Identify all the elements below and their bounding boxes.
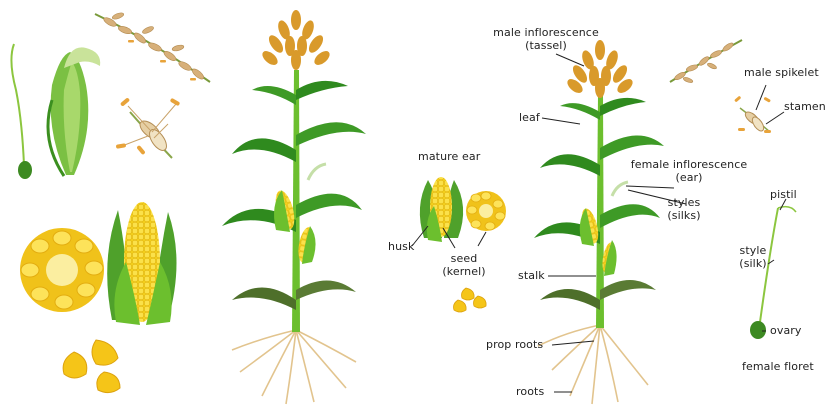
label-style-text: style <box>728 244 778 257</box>
spikelet-branch-illustration <box>95 12 210 82</box>
label-tassel-text: (tassel) <box>476 39 616 52</box>
label-leaf: leaf <box>519 111 540 124</box>
maize-plant-labeled <box>534 40 664 404</box>
label-prop-roots: prop roots <box>486 338 543 351</box>
label-styles-text: styles <box>654 196 714 209</box>
label-stamen: stamen <box>784 100 826 113</box>
label-male-inflorescence-text: male inflorescence <box>476 26 616 39</box>
label-ovary: ovary <box>770 324 802 337</box>
label-female-floret: female floret <box>742 360 814 373</box>
pistil-illustration <box>11 44 32 179</box>
corn-cob-illustration <box>107 202 176 325</box>
label-female-inflorescence-text: female inflorescence <box>624 158 754 171</box>
label-kernel-text: (kernel) <box>434 265 494 278</box>
maize-plant-large <box>222 10 366 404</box>
label-male-spikelet: male spikelet <box>744 66 819 79</box>
spikelet-closeup-illustration <box>116 97 181 158</box>
mature-ear-illustration <box>420 177 463 242</box>
label-male-inflorescence: male inflorescence (tassel) <box>476 26 616 52</box>
seeds-small <box>454 288 487 312</box>
label-style: style (silk) <box>728 244 778 270</box>
label-female-inflorescence: female inflorescence (ear) <box>624 158 754 184</box>
kernel-cross-section-small <box>466 191 506 231</box>
kernels-illustration <box>63 340 120 393</box>
young-ear-illustration <box>48 47 100 176</box>
label-pistil: pistil <box>770 188 797 201</box>
corn-cross-section-illustration <box>20 228 104 312</box>
label-seed: seed (kernel) <box>434 252 494 278</box>
label-roots: roots <box>516 385 544 398</box>
label-seed-text: seed <box>434 252 494 265</box>
label-mature-ear: mature ear <box>418 150 480 163</box>
label-husk: husk <box>388 240 414 253</box>
spikelet-closeup-right <box>734 96 771 133</box>
label-silks-text: (silks) <box>654 209 714 222</box>
label-ear-text: (ear) <box>624 171 754 184</box>
label-styles: styles (silks) <box>654 196 714 222</box>
label-silk-text: (silk) <box>728 257 778 270</box>
spikelet-branch-right <box>670 40 742 84</box>
label-stalk: stalk <box>518 269 545 282</box>
pistil-right <box>750 207 796 339</box>
